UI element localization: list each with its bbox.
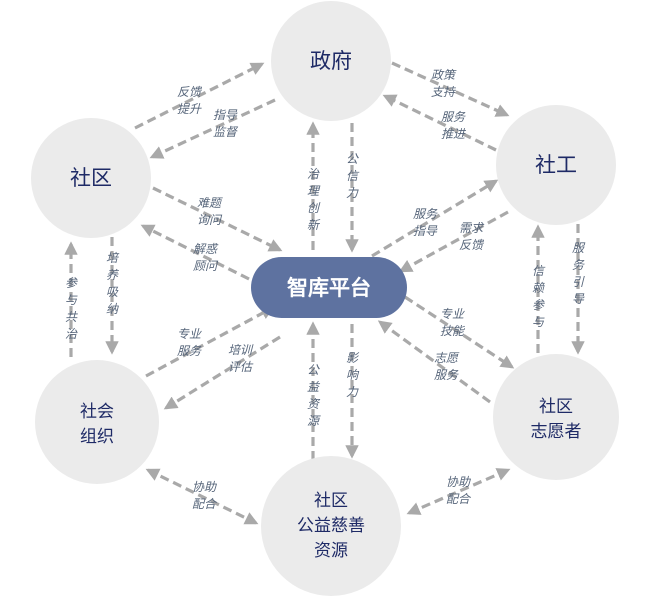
hub-pill xyxy=(251,257,407,318)
node-gongyi-ziyuan-label-3: 资源 xyxy=(314,541,348,561)
arrow-hub-to-shegong xyxy=(371,179,499,258)
label-zhiyuanzhe-to-shegong-1: 信 xyxy=(532,264,546,278)
label-shequ-to-zuzhi-3: 吸 xyxy=(106,285,119,299)
label-zuzhi-to-shequ-2: 与 xyxy=(65,293,78,307)
label-shequ-to-zuzhi-1: 培 xyxy=(106,251,120,265)
label-zuzhi-to-shequ-3: 共 xyxy=(65,310,78,324)
label-hub-to-shegong-1: 服务 xyxy=(413,207,438,221)
node-gongyi-ziyuan-circle xyxy=(261,456,401,596)
arrow-zuzhi-ziyuan xyxy=(145,468,259,525)
node-shegong: 社工 xyxy=(496,105,616,225)
label-ziyuan-zhiyuanzhe-2: 配合 xyxy=(446,492,472,506)
node-zhengfu: 政府 xyxy=(271,1,391,121)
label-hub-to-zuzhi-1: 培训 xyxy=(228,343,254,357)
arrow-hub-to-shequ xyxy=(140,224,250,281)
arrow-hub-to-zhiyuanzhe xyxy=(404,295,515,369)
edge-layer xyxy=(64,61,585,525)
label-hub-to-zhengfu-1: 治 xyxy=(307,167,320,181)
label-ziyuan-to-hub-1: 公 xyxy=(307,363,320,377)
label-hub-to-zhengfu-2: 理 xyxy=(307,184,321,198)
label-zhiyuanzhe-to-shegong-2: 赖 xyxy=(532,281,545,295)
arrow-shequ-to-hub xyxy=(152,186,283,252)
label-hub-to-zuzhi-2: 评估 xyxy=(228,360,254,374)
node-shehui-zuzhi-label-2: 组织 xyxy=(80,427,114,447)
label-hub-to-zhengfu-4: 新 xyxy=(307,218,321,232)
arrow-zhengfu-to-shegong xyxy=(391,61,510,117)
label-zhiyuanzhe-to-hub-2: 服务 xyxy=(434,368,459,382)
node-zhengfu-label: 政府 xyxy=(310,49,352,73)
label-hub-to-ziyuan-1: 影 xyxy=(346,351,360,365)
label-zhengfu-to-shequ-2: 监督 xyxy=(213,125,239,139)
arrow-hub-to-zuzhi xyxy=(163,335,281,410)
label-shegong-to-zhengfu-1: 服务 xyxy=(441,110,466,124)
label-shegong-to-zhiyuanzhe-4: 导 xyxy=(572,292,585,306)
label-zuzhi-ziyuan-1: 协助 xyxy=(192,480,217,494)
node-shequ: 社区 xyxy=(31,118,151,238)
label-zhengfu-to-hub-1: 公 xyxy=(346,152,359,166)
node-shegong-label: 社工 xyxy=(535,153,577,177)
label-shegong-to-hub-2: 反馈 xyxy=(459,238,485,252)
label-zhengfu-to-shequ-1: 指导 xyxy=(213,108,238,122)
label-zhengfu-to-hub-2: 信 xyxy=(346,169,360,183)
label-shegong-to-hub-1: 需求 xyxy=(459,221,485,235)
label-hub-to-zhiyuanzhe-2: 技能 xyxy=(440,324,466,338)
label-shequ-to-zhengfu-1: 反馈 xyxy=(177,85,203,99)
label-zuzhi-to-hub-2: 服务 xyxy=(177,344,202,358)
node-shequ-zhiyuanzhe-circle xyxy=(493,354,619,480)
label-shequ-to-zhengfu-2: 提升 xyxy=(177,102,202,116)
label-zhengfu-to-hub-3: 力 xyxy=(346,186,359,200)
arrow-shegong-to-hub xyxy=(398,210,509,273)
node-gongyi-ziyuan: 社区 公益慈善 资源 xyxy=(261,456,401,596)
label-hub-to-shequ-2: 顾问 xyxy=(193,259,219,273)
label-hub-to-shegong-2: 指导 xyxy=(413,224,438,238)
label-zuzhi-ziyuan-2: 配合 xyxy=(192,497,218,511)
label-hub-to-ziyuan-2: 响 xyxy=(346,368,360,382)
arrow-ziyuan-zhiyuanzhe xyxy=(406,468,511,515)
label-shegong-to-zhengfu-2: 推进 xyxy=(441,127,467,141)
label-zhengfu-to-shegong-1: 政策 xyxy=(431,68,457,82)
label-shegong-to-zhiyuanzhe-1: 服 xyxy=(572,241,586,255)
node-shequ-circle xyxy=(31,118,151,238)
label-ziyuan-to-hub-4: 源 xyxy=(307,414,321,428)
label-hub-to-ziyuan-3: 力 xyxy=(346,385,359,399)
arrow-zhiyuanzhe-to-hub xyxy=(377,320,491,404)
label-ziyuan-to-hub-3: 资 xyxy=(307,397,321,411)
arrow-shequ-to-zhengfu xyxy=(134,62,265,130)
arrow-shegong-to-zhengfu xyxy=(382,94,497,152)
node-gongyi-ziyuan-label-2: 公益慈善 xyxy=(297,516,365,536)
label-zuzhi-to-shequ-4: 治 xyxy=(65,327,78,341)
label-shegong-to-zhiyuanzhe-2: 务 xyxy=(572,258,585,272)
arrow-zuzhi-to-hub xyxy=(145,306,275,378)
label-ziyuan-zhiyuanzhe-1: 协助 xyxy=(446,475,471,489)
node-zhengfu-circle xyxy=(271,1,391,121)
node-shehui-zuzhi-circle xyxy=(35,360,159,484)
label-hub-to-zhengfu-3: 创 xyxy=(307,201,321,215)
label-ziyuan-to-hub-2: 益 xyxy=(307,380,321,394)
node-gongyi-ziyuan-label-1: 社区 xyxy=(314,491,348,511)
node-shegong-circle xyxy=(496,105,616,225)
hub-label: 智库平台 xyxy=(287,276,371,300)
node-shequ-zhiyuanzhe: 社区 志愿者 xyxy=(493,354,619,480)
label-zhiyuanzhe-to-hub-1: 志愿 xyxy=(434,351,460,365)
label-shegong-to-zhiyuanzhe-3: 引 xyxy=(572,275,585,289)
node-shequ-label: 社区 xyxy=(70,166,112,190)
label-hub-to-shequ-1: 解惑 xyxy=(193,242,219,256)
hub-node: 智库平台 xyxy=(251,257,407,318)
label-shequ-to-zuzhi-4: 纳 xyxy=(106,302,119,316)
node-shequ-zhiyuanzhe-label-2: 志愿者 xyxy=(531,422,582,442)
node-shehui-zuzhi-label-1: 社会 xyxy=(80,402,114,422)
label-shequ-to-zuzhi-2: 养 xyxy=(106,268,120,282)
label-hub-to-zhiyuanzhe-1: 专业 xyxy=(440,307,465,321)
label-shequ-to-hub-1: 难题 xyxy=(197,196,223,210)
label-zhengfu-to-shegong-2: 支持 xyxy=(431,85,457,99)
label-zhiyuanzhe-to-shegong-3: 参 xyxy=(532,298,545,312)
node-shehui-zuzhi: 社会 组织 xyxy=(35,360,159,484)
label-zuzhi-to-hub-1: 专业 xyxy=(177,327,202,341)
label-zhiyuanzhe-to-shegong-4: 与 xyxy=(532,315,545,329)
arrow-zhengfu-to-shequ xyxy=(149,98,276,159)
label-shequ-to-hub-2: 询问 xyxy=(197,213,223,227)
label-zuzhi-to-shequ-1: 参 xyxy=(65,276,78,290)
node-shequ-zhiyuanzhe-label-1: 社区 xyxy=(539,397,573,417)
